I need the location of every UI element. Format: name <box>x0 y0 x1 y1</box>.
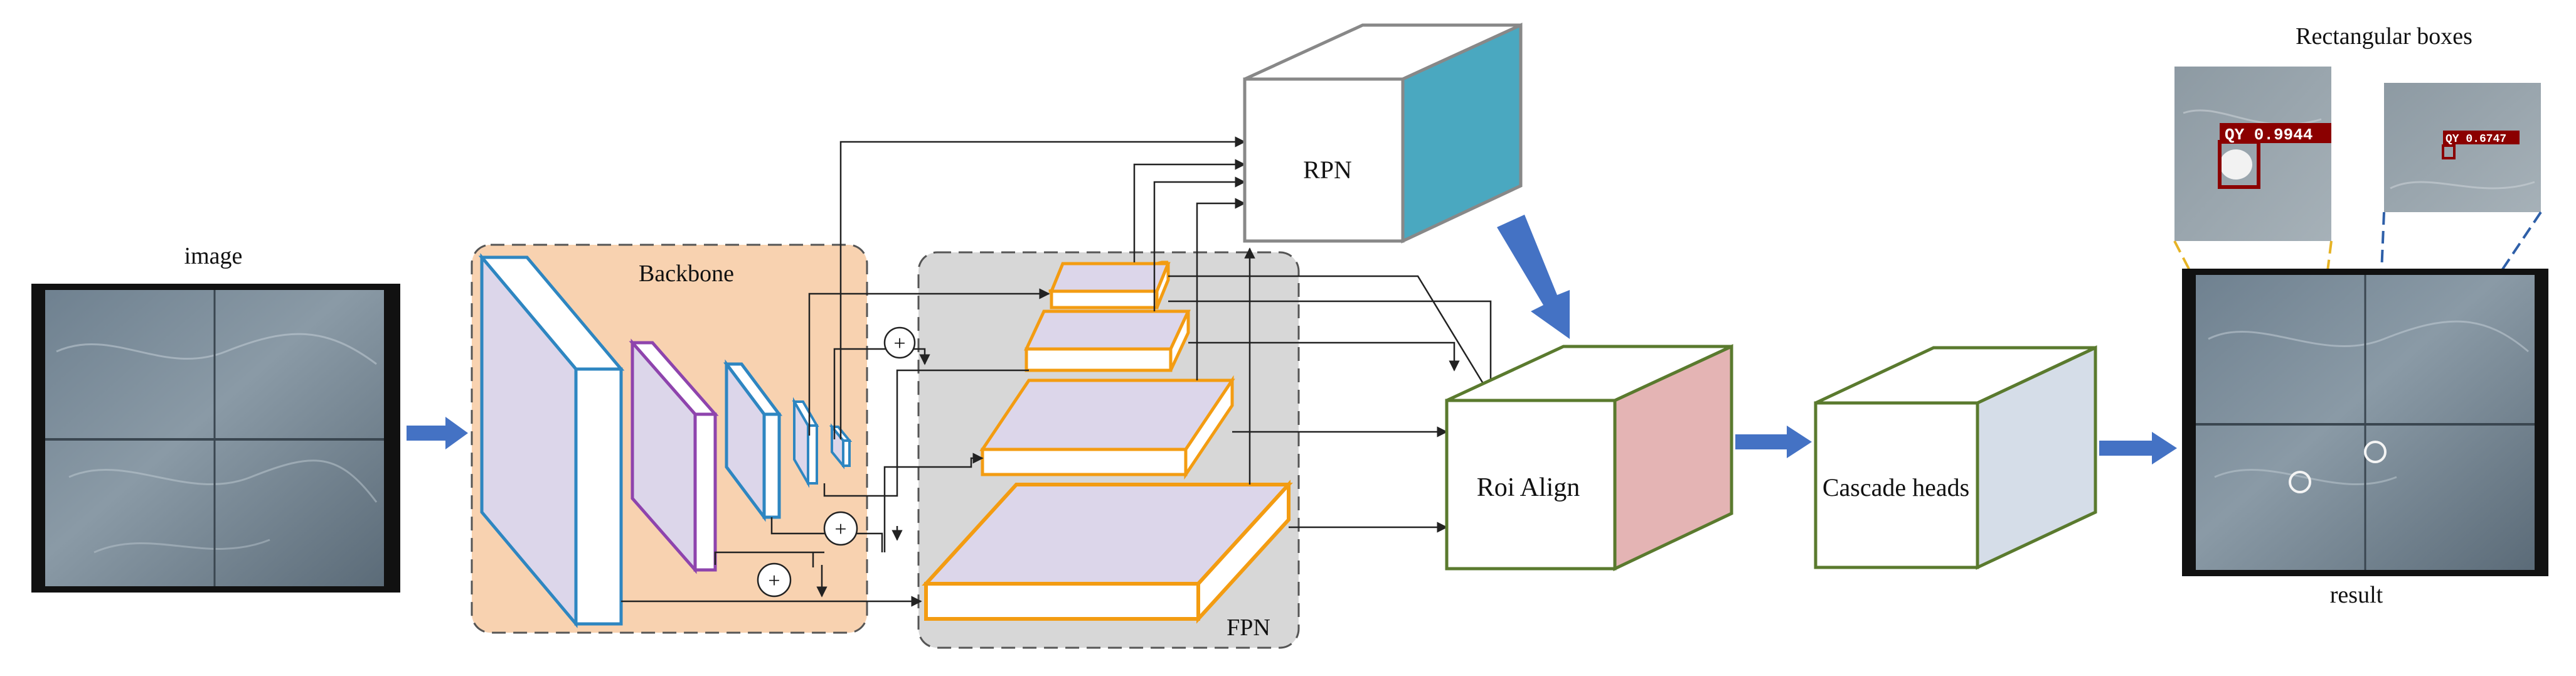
cascade-heads-block: Cascade heads <box>1814 345 2097 570</box>
backbone-layer-1 <box>478 253 625 628</box>
backbone-layer-4 <box>792 397 819 488</box>
flow-arrow-cascade-to-result <box>2099 432 2177 464</box>
fpn-module: FPN <box>917 251 1300 649</box>
flow-arrow-rpn-to-roi <box>1497 215 1570 339</box>
fpn-level-p2 <box>922 480 1293 624</box>
zoom-crop-1: QY 0.9944 <box>2174 67 2331 241</box>
add-operator-1: + <box>883 326 916 359</box>
flow-arrow-1 <box>407 417 468 449</box>
backbone-label: Backbone <box>639 260 734 287</box>
input-image-panel: image <box>31 243 400 593</box>
svg-text:+: + <box>768 569 780 593</box>
fpn-level-p5 <box>1048 260 1171 309</box>
cascade-heads-label: Cascade heads <box>1823 473 1969 502</box>
rectangular-boxes-label: Rectangular boxes <box>2296 23 2472 50</box>
connection-lines <box>621 136 1496 607</box>
backbone-module: Backbone <box>471 244 868 634</box>
result-label: result <box>2330 582 2383 608</box>
backbone-layer-2 <box>629 338 719 574</box>
detection-score-1: QY 0.9944 <box>2225 126 2313 144</box>
result-marker-2 <box>2364 441 2387 463</box>
roi-align-label: Roi Align <box>1477 473 1580 502</box>
svg-text:+: + <box>834 518 846 541</box>
result-panel: Rectangular boxes QY 0.9944 QY 0.6747 <box>2173 23 2548 608</box>
fpn-level-p4 <box>1024 309 1191 372</box>
svg-text:+: + <box>893 332 905 355</box>
backbone-layer-3 <box>723 359 782 522</box>
flow-arrow-roi-to-cascade <box>1735 426 1812 458</box>
fpn-level-p3 <box>979 375 1235 480</box>
add-operator-3: + <box>757 562 792 598</box>
zoom-line-blue-right <box>2378 211 2542 454</box>
rpn-block: RPN <box>1243 23 1523 244</box>
add-operator-2: + <box>823 511 858 546</box>
detection-box-2 <box>2442 144 2456 159</box>
rpn-label: RPN <box>1303 156 1352 184</box>
image-label: image <box>184 243 243 269</box>
fpn-label: FPN <box>1227 614 1270 641</box>
roi-align-block: Roi Align <box>1445 344 1733 571</box>
result-marker-1 <box>2289 471 2311 493</box>
zoom-crop-2: QY 0.6747 <box>2384 83 2541 212</box>
detection-score-2: QY 0.6747 <box>2446 133 2506 146</box>
